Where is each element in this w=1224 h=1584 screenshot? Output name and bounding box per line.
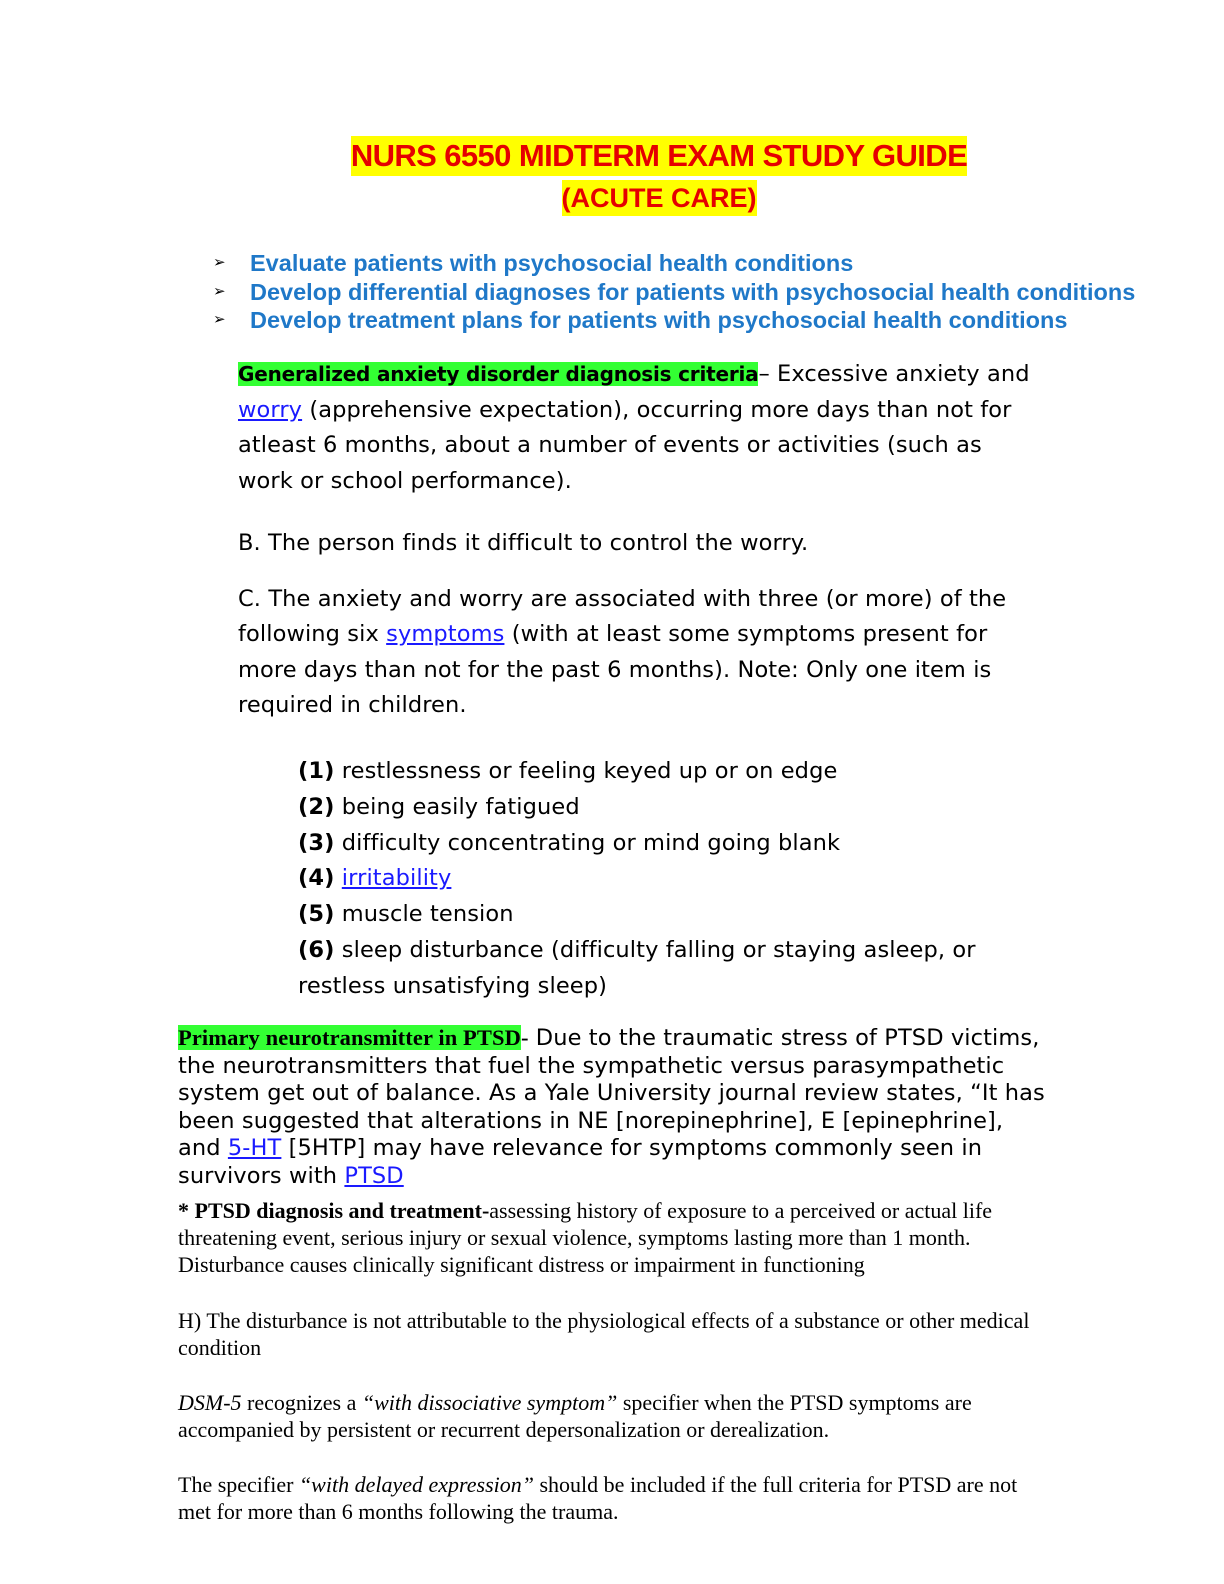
- delayed-expression-section: The specifier “with delayed expression” …: [178, 1472, 1018, 1524]
- arrow-bullet-icon: ➢: [213, 311, 226, 328]
- dsm5-specifier-section: DSM-5 recognizes a “with dissociative sy…: [178, 1390, 972, 1442]
- ptsd-diagnosis-section: * PTSD diagnosis and treatment-assessing…: [178, 1198, 993, 1277]
- ptsd-neurotransmitter-section: Primary neurotransmitter in PTSD- Due to…: [178, 1025, 1045, 1189]
- arrow-bullet-icon: ➢: [213, 254, 226, 271]
- list-item: (3) difficulty concentrating or mind goi…: [298, 829, 841, 856]
- list-item: (4) irritability: [298, 865, 452, 892]
- list-item: (1) restlessness or feeling keyed up or …: [298, 758, 838, 784]
- criteria-h-section: H) The disturbance is not attributable t…: [178, 1308, 1030, 1360]
- gad-criteria-b: B. The person finds it difficult to cont…: [238, 530, 809, 556]
- objective-item: ➢Develop treatment plans for patients wi…: [213, 307, 1068, 333]
- symptom-list: (1) restlessness or feeling keyed up or …: [298, 754, 1038, 1005]
- objective-item: ➢Evaluate patients with psychosocial hea…: [213, 250, 854, 276]
- gad-section: Generalized anxiety disorder diagnosis c…: [238, 357, 1038, 724]
- 5ht-link[interactable]: 5-HT: [227, 1135, 282, 1162]
- ptsd-heading: Primary neurotransmitter in PTSD: [178, 1025, 521, 1050]
- objectives-list: ➢Evaluate patients with psychosocial hea…: [213, 249, 1135, 335]
- title-block: NURS 6550 MIDTERM EXAM STUDY GUIDE (ACUT…: [0, 136, 1224, 216]
- gad-heading: Generalized anxiety disorder diagnosis c…: [238, 362, 759, 386]
- list-item: (2) being easily fatigued: [298, 793, 580, 820]
- worry-link[interactable]: worry: [238, 396, 303, 423]
- list-item: (5) muscle tension: [298, 901, 514, 928]
- page-title: NURS 6550 MIDTERM EXAM STUDY GUIDE: [350, 136, 968, 176]
- arrow-bullet-icon: ➢: [213, 282, 226, 300]
- objective-item: ➢Develop differential diagnoses for pati…: [213, 278, 1136, 305]
- gad-criteria-c: C. The anxiety and worry are associated …: [238, 585, 1007, 719]
- symptoms-link[interactable]: symptoms: [386, 621, 505, 647]
- ptsd-link[interactable]: PTSD: [344, 1162, 404, 1189]
- ptsd-diagnosis-heading: * PTSD diagnosis and treatment-: [178, 1198, 490, 1223]
- gad-criteria-a: Generalized anxiety disorder diagnosis c…: [238, 361, 1030, 494]
- list-item: (6) sleep disturbance (difficulty fallin…: [298, 936, 976, 999]
- page-subtitle: (ACUTE CARE): [561, 180, 757, 216]
- irritability-link[interactable]: irritability: [341, 865, 452, 892]
